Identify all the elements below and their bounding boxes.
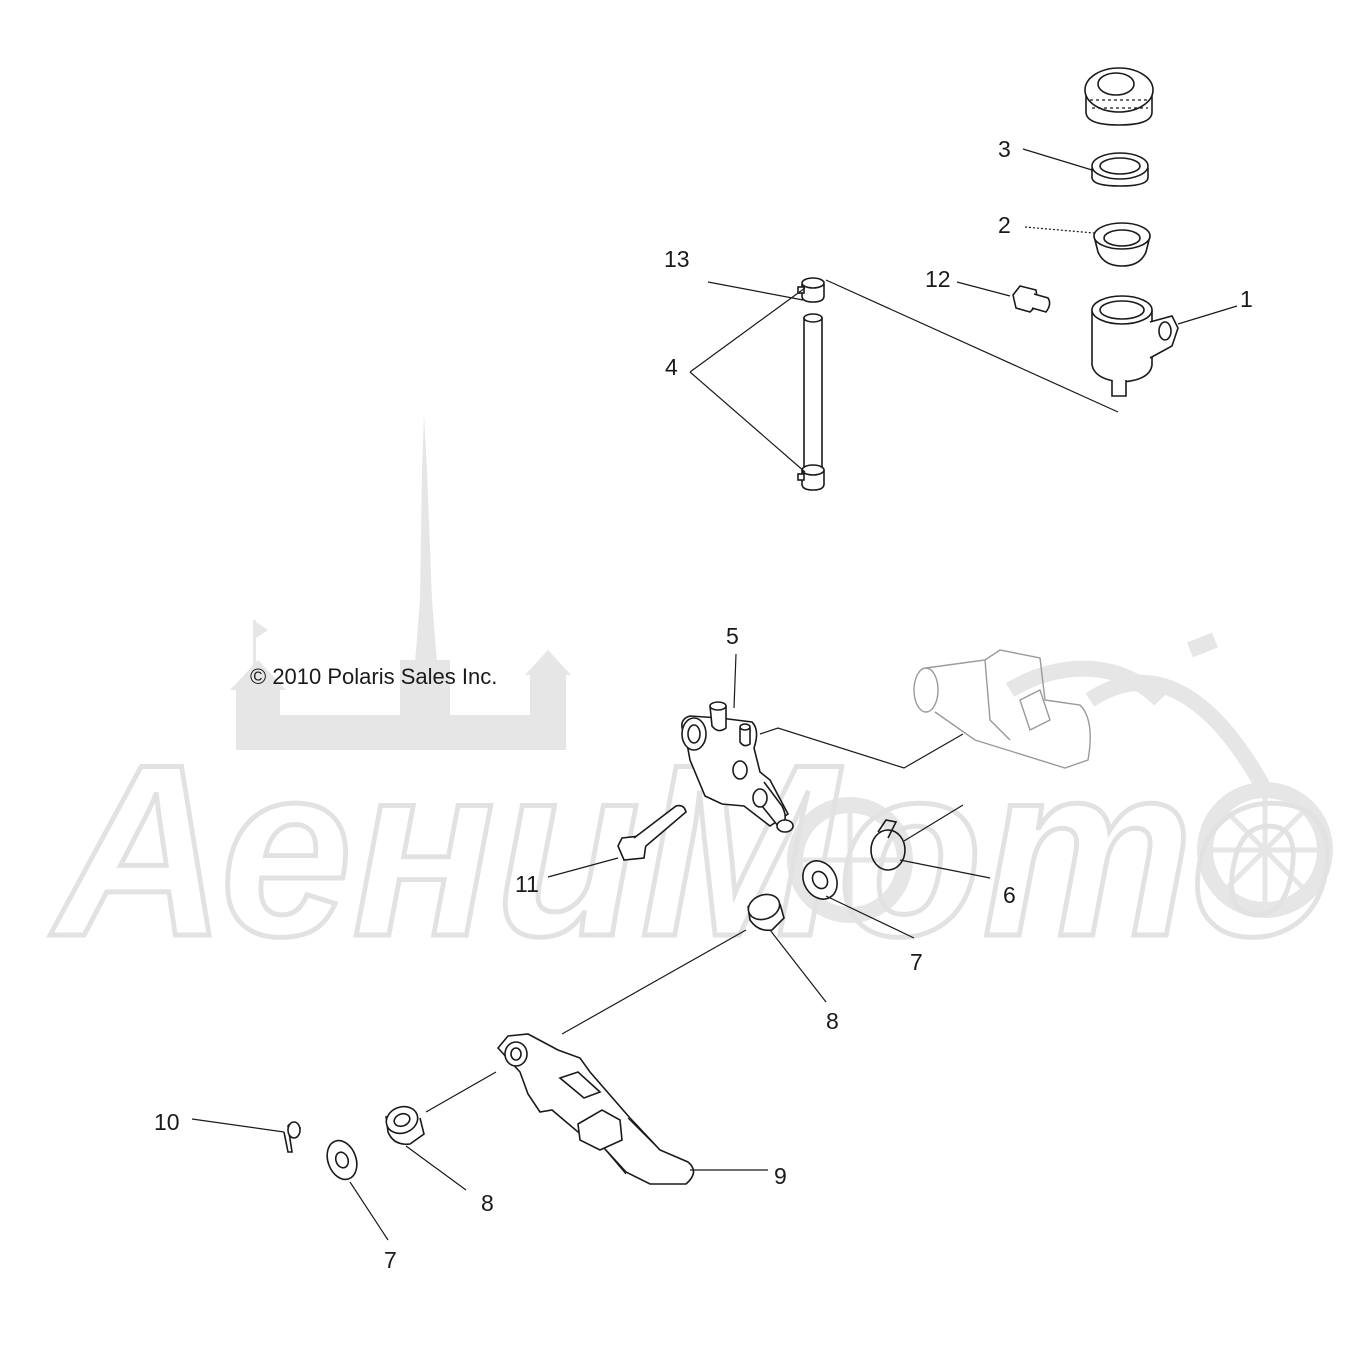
- part-1-reservoir: [1091, 295, 1179, 397]
- callout-9: 9: [774, 1163, 787, 1189]
- callout-13: 13: [664, 246, 690, 272]
- copyright-notice: © 2010 Polaris Sales Inc.: [250, 664, 497, 689]
- callout-8-upper: 8: [826, 1008, 839, 1034]
- part-11-pivot-bolt: [617, 804, 687, 861]
- part-mount-bracket-reference: [913, 649, 1091, 769]
- part-8-bushing-upper: [747, 893, 785, 932]
- part-3-diaphragm-plate: [1091, 152, 1149, 187]
- part-2-diaphragm: [1093, 222, 1151, 267]
- part-13-hose: [803, 313, 823, 487]
- part-reservoir-cap: [1084, 67, 1154, 126]
- callout-2: 2: [998, 212, 1011, 238]
- callout-7-upper: 7: [910, 949, 923, 975]
- part-6-clip: [870, 819, 906, 871]
- callout-1: 1: [1240, 286, 1253, 312]
- callout-8-lower: 8: [481, 1190, 494, 1216]
- callout-7-lower: 7: [384, 1247, 397, 1273]
- watermark: АениМото: [47, 415, 1337, 990]
- callout-5: 5: [726, 623, 739, 649]
- leader-lines: [191, 148, 1238, 1241]
- callout-4: 4: [665, 354, 678, 380]
- callout-6: 6: [1003, 882, 1016, 908]
- watermark-church-silhouette: [230, 415, 571, 750]
- watermark-motorcycle: [787, 632, 1333, 923]
- watermark-motorcycle-spokes: [800, 795, 1320, 910]
- callout-11: 11: [515, 871, 539, 897]
- part-4-clamp-upper: [797, 277, 825, 303]
- part-4-clamp-lower: [797, 464, 825, 491]
- part-8-bushing-lower: [385, 1105, 425, 1146]
- callout-3: 3: [998, 136, 1011, 162]
- callout-10: 10: [154, 1109, 180, 1135]
- part-12-bolt: [1012, 285, 1051, 313]
- part-5-master-cylinder: [681, 701, 794, 833]
- callout-12: 12: [925, 266, 951, 292]
- part-10-cotter-pin: [283, 1121, 302, 1153]
- part-7-washer-lower: [326, 1139, 358, 1181]
- part-9-brake-pedal: [496, 1033, 695, 1185]
- callout-labels: 1 2 3 4 5 6 7 7 8 8 9 10 11 12 13: [154, 136, 1253, 1273]
